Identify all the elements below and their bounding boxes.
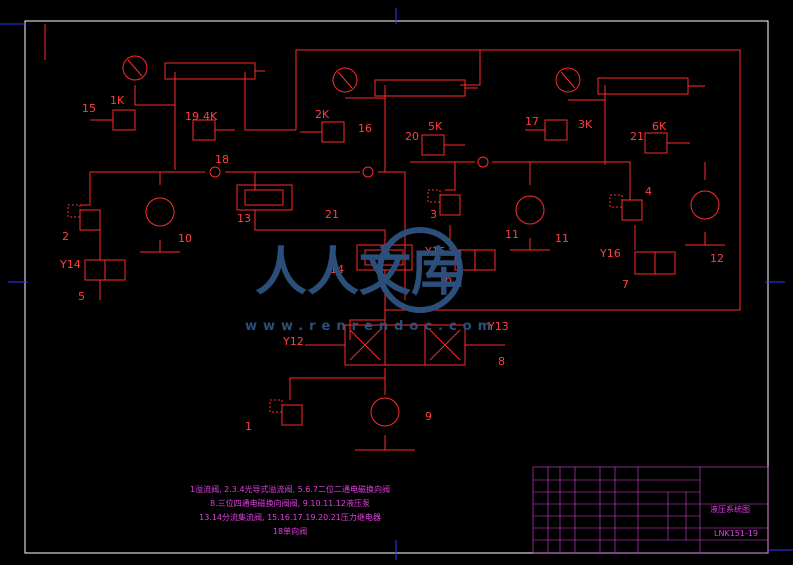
label-10: 10	[178, 232, 192, 245]
label-14: 14	[330, 263, 344, 276]
label-9: 9	[425, 410, 432, 423]
label-16: 16	[358, 122, 372, 135]
title-block	[532, 466, 769, 554]
drawing-name: 液压系统图	[710, 504, 750, 514]
label-19: 19	[185, 110, 199, 123]
label-y15: Y15	[424, 245, 446, 258]
legend-line-3: 13.14分流集流阀, 15.16.17.19.20.21压力继电器	[199, 512, 381, 522]
label-1: 1	[245, 420, 252, 433]
relief-valves	[67, 189, 643, 426]
label-y12: Y12	[282, 335, 304, 348]
label-y13: Y13	[487, 320, 509, 333]
label-11b: 11	[555, 232, 569, 245]
label-3k: 3K	[578, 118, 593, 131]
label-4: 4	[645, 185, 652, 198]
label-y16: Y16	[599, 247, 621, 260]
label-18: 18	[215, 153, 229, 166]
watermark-main: 人人文库	[255, 243, 463, 303]
component-labels: 1 2 3 4 5 6 7 8 9 10 11 11 12 13 14 15 1…	[59, 94, 724, 433]
pressure-gauges	[122, 55, 581, 93]
label-3: 3	[430, 208, 437, 221]
label-21b: 21	[630, 130, 644, 143]
drawing-number: LNK151-19	[714, 529, 758, 538]
on-off-valves	[84, 249, 676, 281]
label-12: 12	[710, 252, 724, 265]
label-17: 17	[525, 115, 539, 128]
flow-dividers	[236, 184, 413, 271]
label-y14: Y14	[59, 258, 81, 271]
label-2: 2	[62, 230, 69, 243]
label-15: 15	[82, 102, 96, 115]
watermark: 人人文库 www.renrendoc.com	[245, 227, 497, 334]
watermark-url: www.renrendoc.com	[245, 319, 497, 334]
directional-valve-8	[305, 324, 505, 366]
label-1k: 1K	[110, 94, 125, 107]
label-21: 21	[325, 208, 339, 221]
label-4k: 4K	[203, 110, 218, 123]
pressure-switches	[90, 109, 690, 156]
label-8: 8	[498, 355, 505, 368]
label-7: 7	[622, 278, 629, 291]
pumps	[140, 190, 725, 451]
label-20: 20	[405, 130, 419, 143]
label-2k: 2K	[315, 108, 330, 121]
center-marks	[0, 8, 793, 560]
label-11a: 11	[505, 228, 519, 241]
label-13: 13	[237, 212, 251, 225]
label-6k: 6K	[652, 120, 667, 133]
pipe-lines	[44, 24, 741, 400]
label-5: 5	[78, 290, 85, 303]
legend-line-4: 18单向阀	[273, 526, 307, 536]
label-5k: 5K	[428, 120, 443, 133]
check-valves	[209, 156, 489, 178]
legend-line-2: 8.三位四通电磁换向阀阀, 9.10.11.12液压泵	[210, 498, 370, 508]
label-6: 6	[445, 273, 452, 286]
legend: 1溢流阀, 2.3.4光导式溢流阀, 5.6.7二位二通电磁换向阀 8.三位四通…	[190, 484, 390, 536]
cylinders	[164, 62, 705, 97]
legend-line-1: 1溢流阀, 2.3.4光导式溢流阀, 5.6.7二位二通电磁换向阀	[190, 484, 390, 494]
